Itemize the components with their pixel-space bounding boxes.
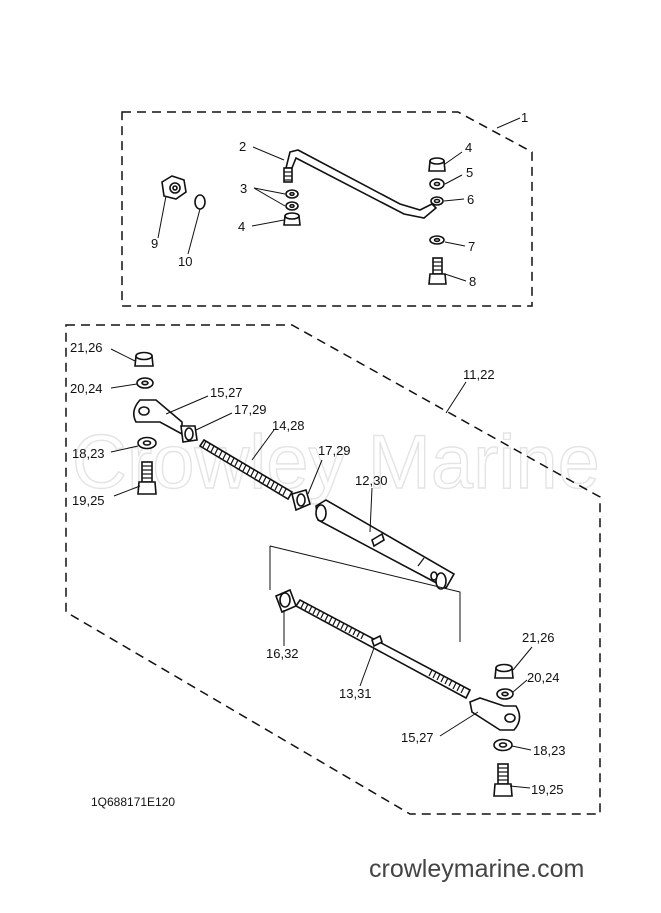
leader-8 — [444, 273, 467, 282]
callout-11-22: 11,22 — [463, 367, 495, 382]
callout-18-23a: 18,23 — [72, 446, 105, 461]
leader-4b — [444, 151, 463, 165]
callout-17-29b: 17,29 — [318, 443, 351, 458]
leader-13-31 — [359, 647, 375, 687]
callout-8: 8 — [469, 274, 476, 289]
callout-18-23b: 18,23 — [533, 743, 566, 758]
callout-17-29a: 17,29 — [234, 402, 267, 417]
washer-part-18-23-right — [493, 738, 513, 752]
leader-12-30 — [369, 487, 373, 533]
bolt-part-19-25-left — [137, 461, 157, 495]
subgroup-bracket — [269, 545, 461, 642]
washer-part-20-24-right — [496, 688, 514, 700]
bushing-part-6 — [430, 196, 444, 206]
leader-9 — [157, 195, 167, 239]
callout-19-25b: 19,25 — [531, 782, 564, 797]
callout-5: 5 — [466, 165, 473, 180]
leader-3b — [253, 187, 286, 207]
washer-part-7 — [429, 235, 445, 245]
threaded-rod-part-13-31 — [294, 598, 472, 700]
leader-17-29b — [307, 459, 323, 495]
nut-part-9 — [161, 175, 187, 200]
bolt-part-8 — [428, 257, 447, 285]
leader-3a — [253, 187, 286, 195]
washer-part-20-24-left — [136, 377, 154, 389]
leader-4a — [251, 219, 285, 227]
nut-part-16-32 — [274, 588, 298, 614]
callout-10: 10 — [178, 254, 192, 269]
leader-19-25b — [509, 785, 531, 789]
washer-part-3 — [285, 189, 299, 211]
o-ring-part-10 — [194, 194, 206, 210]
callout-9: 9 — [151, 236, 158, 251]
leader-21-26a — [110, 348, 136, 362]
leader-17-29a — [195, 412, 233, 431]
nut-part-4-left — [283, 212, 301, 226]
link-rod-part-2 — [283, 149, 438, 219]
nut-part-21-26-right — [494, 663, 514, 679]
callout-4a: 4 — [238, 219, 245, 234]
nut-part-4-right — [428, 157, 446, 172]
callout-3: 3 — [240, 181, 247, 196]
website-footer: crowleymarine.com — [369, 855, 584, 883]
callout-20-24a: 20,24 — [70, 381, 103, 396]
leader-15-27b — [439, 711, 479, 737]
leader-14-28 — [251, 429, 275, 461]
group-boundary-lower — [65, 324, 601, 815]
threaded-rod-part-14-28 — [198, 438, 294, 501]
callout-4b: 4 — [465, 140, 472, 155]
nut-part-17-29-mid — [291, 489, 311, 512]
callout-14-28: 14,28 — [272, 418, 305, 433]
leader-20-24a — [110, 383, 138, 389]
leader-7 — [444, 241, 466, 247]
leader-20-24b — [512, 679, 528, 693]
leader-21-26b — [512, 646, 533, 671]
leader-18-23b — [511, 745, 532, 751]
washer-part-18-23-left — [137, 436, 157, 450]
leader-19-25a — [113, 485, 141, 497]
group-boundary-upper — [121, 111, 533, 307]
callout-20-24b: 20,24 — [527, 670, 560, 685]
callout-21-26a: 21,26 — [70, 340, 103, 355]
tube-part-12-30 — [315, 499, 456, 590]
callout-7: 7 — [468, 239, 475, 254]
callout-12-30: 12,30 — [355, 473, 388, 488]
callout-6: 6 — [467, 192, 474, 207]
leader-5 — [444, 174, 463, 185]
leader-15-27a — [165, 395, 209, 415]
watermark-text: Crowley Marine — [72, 420, 600, 505]
callout-2: 2 — [239, 139, 246, 154]
leader-2 — [252, 146, 285, 161]
leader-1 — [496, 117, 521, 129]
bolt-part-19-25-right — [493, 763, 513, 797]
leader-11-22 — [445, 381, 467, 414]
callout-19-25a: 19,25 — [72, 493, 105, 508]
rod-end-part-15-27-right — [469, 697, 521, 731]
leader-10 — [187, 208, 201, 255]
callout-13-31: 13,31 — [339, 686, 372, 701]
washer-part-5 — [429, 178, 445, 190]
callout-15-27b: 15,27 — [401, 730, 434, 745]
callout-15-27a: 15,27 — [210, 385, 243, 400]
leader-18-23a — [110, 445, 139, 453]
leader-6 — [443, 198, 465, 202]
callout-16-32: 16,32 — [266, 646, 299, 661]
nut-part-21-26-left — [134, 351, 154, 367]
callout-1: 1 — [521, 110, 528, 125]
nut-part-17-29-left — [180, 425, 198, 443]
callout-21-26b: 21,26 — [522, 630, 555, 645]
diagram-code: 1Q688171E120 — [91, 795, 175, 809]
